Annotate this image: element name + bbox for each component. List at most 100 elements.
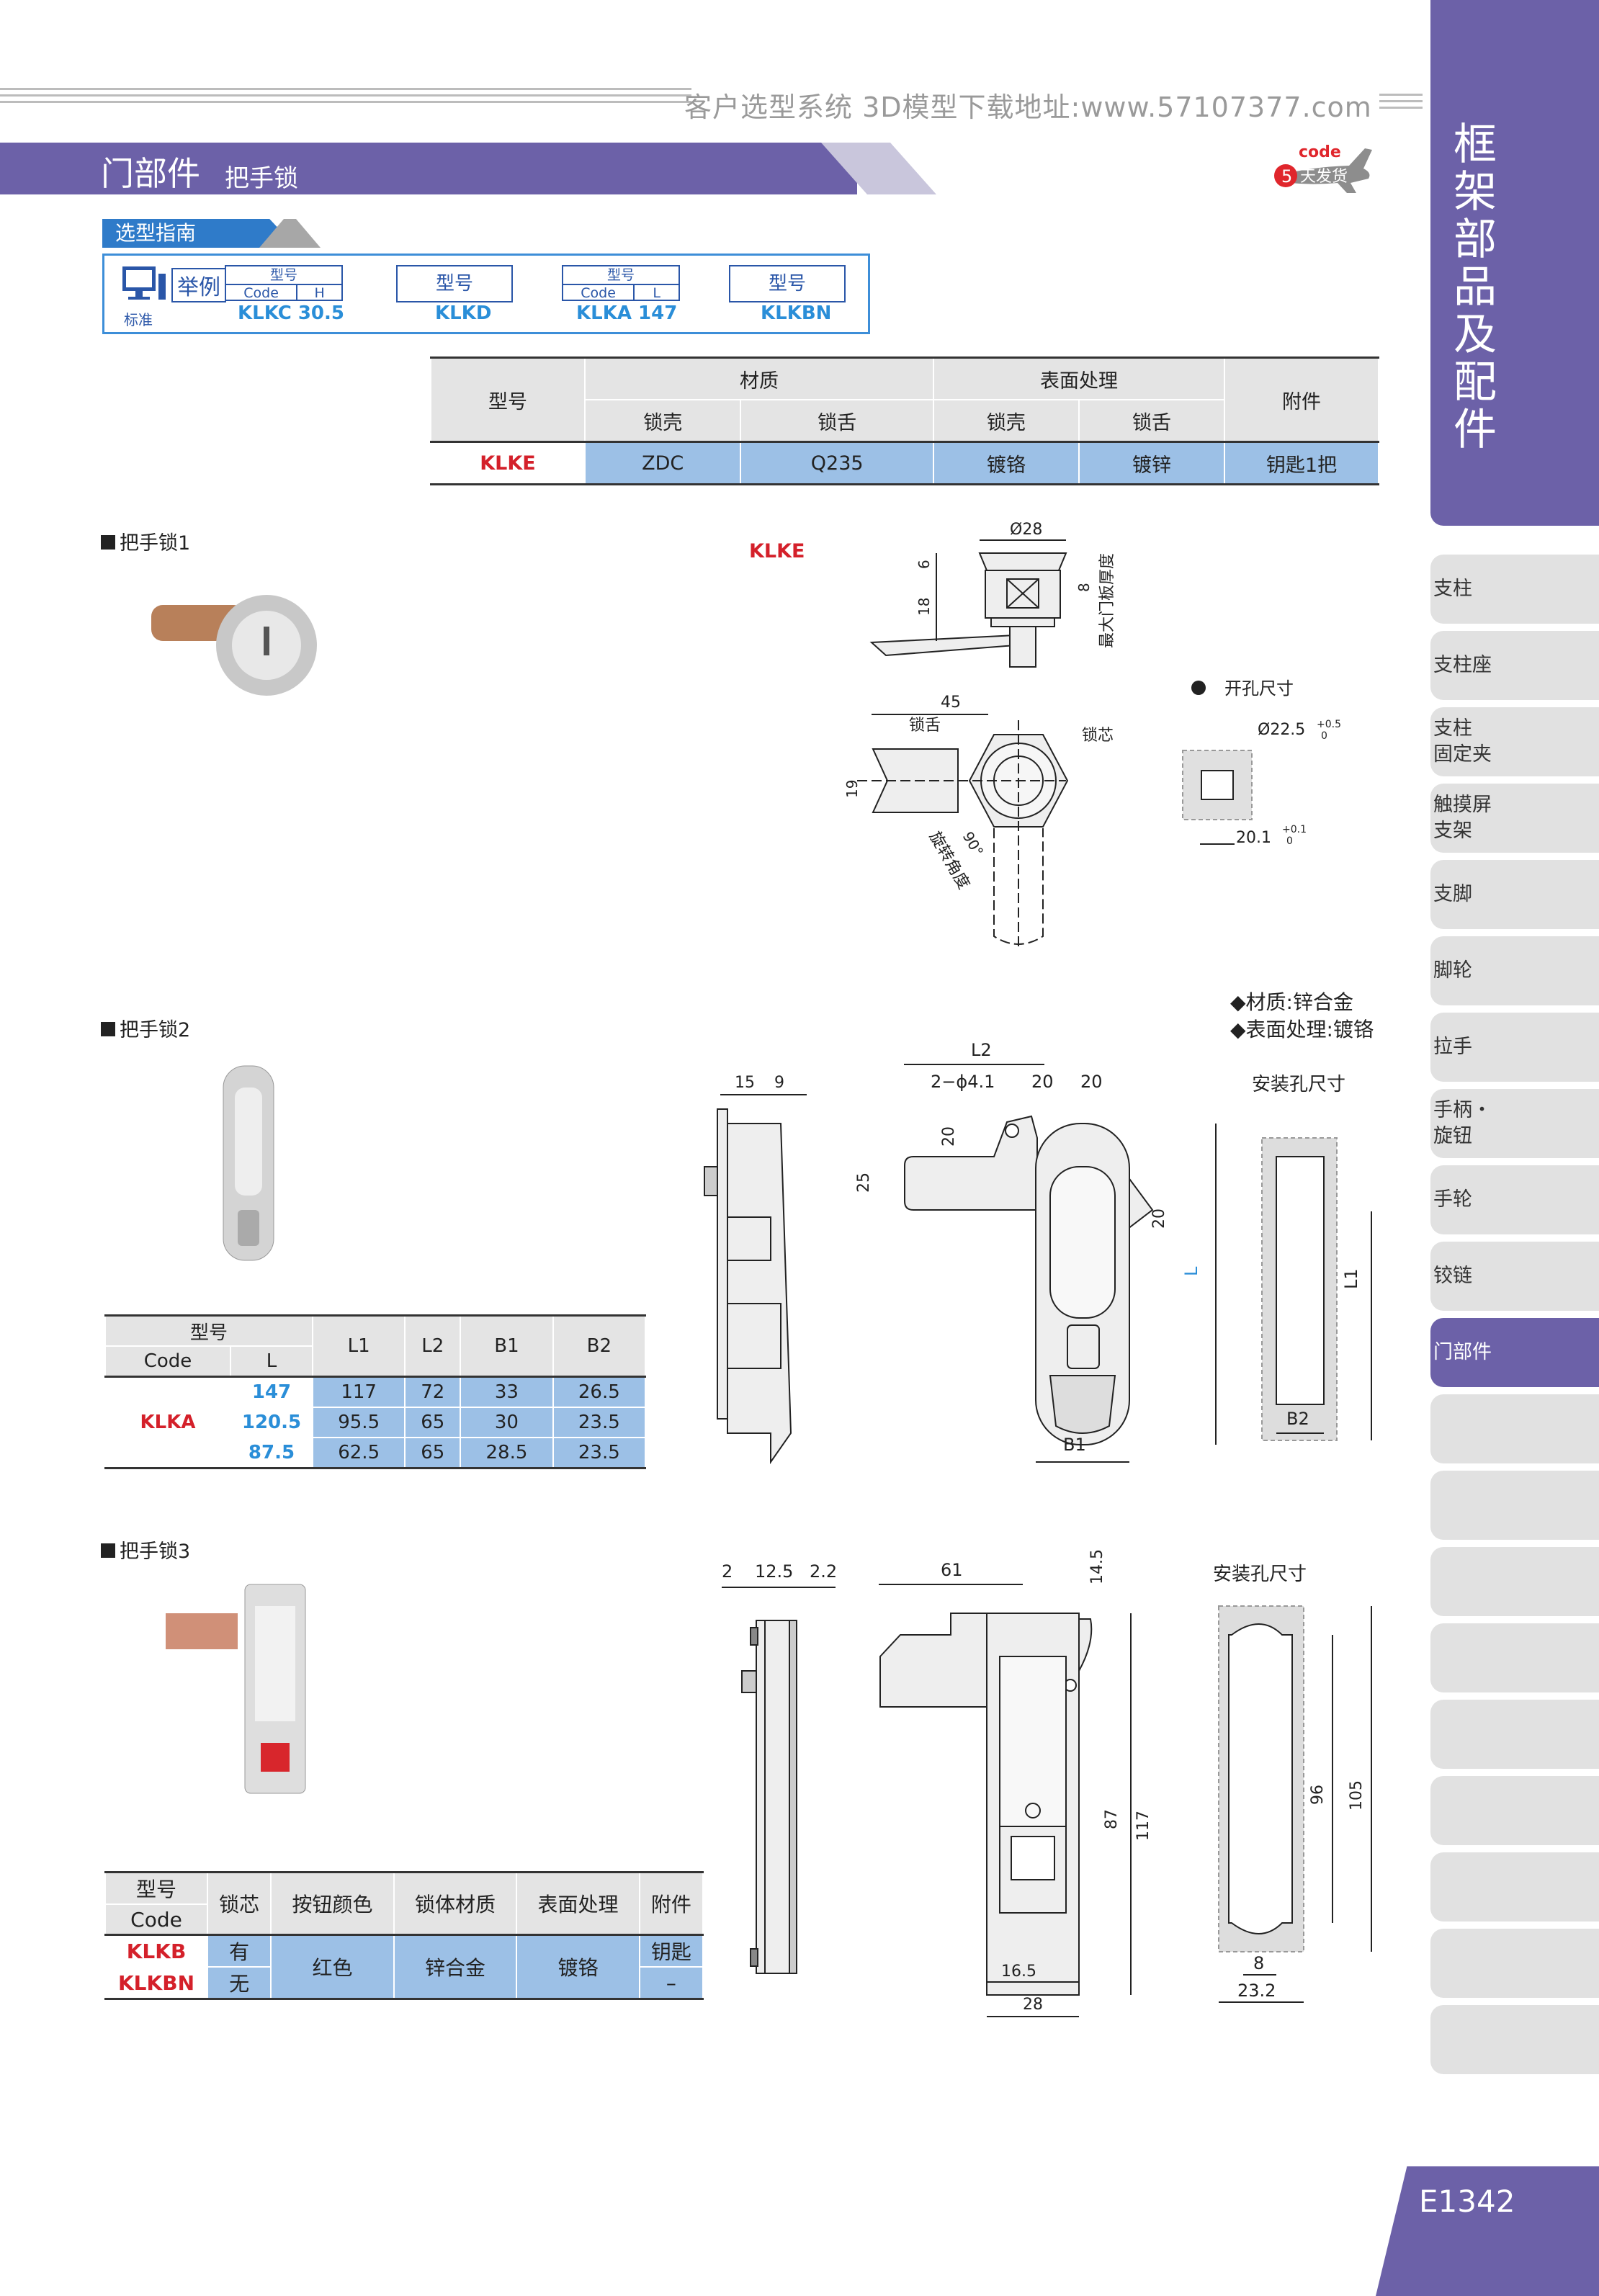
spec-tongue-surf: 镀锌 bbox=[1078, 441, 1226, 485]
spec-tongue-mat: Q235 bbox=[740, 441, 934, 485]
s2-hole: 2−ϕ4.1 bbox=[931, 1072, 995, 1092]
s2-row0-L: 147 bbox=[230, 1376, 313, 1408]
spec-shell-surf: 镀铬 bbox=[932, 441, 1080, 485]
s1-d8: 8 bbox=[1075, 583, 1093, 592]
sidebar-tab-label: 手轮 bbox=[1433, 1188, 1472, 1211]
s2-row0-B2: 26.5 bbox=[552, 1376, 647, 1408]
s3-d96: 96 bbox=[1309, 1785, 1327, 1805]
s3-d16: 16.5 bbox=[1001, 1963, 1036, 1981]
spec-h-tongue: 锁舌 bbox=[740, 399, 934, 443]
spec-h-shell2: 锁壳 bbox=[932, 399, 1080, 443]
s2-L: L bbox=[1181, 1266, 1201, 1276]
example-2-value: KLKD bbox=[435, 302, 492, 324]
s2-d15: 15 bbox=[735, 1074, 755, 1092]
sidebar-tab-11[interactable] bbox=[1430, 1394, 1599, 1463]
s2-row1-B2: 23.5 bbox=[552, 1407, 647, 1438]
sidebar-tab-15[interactable] bbox=[1430, 1700, 1599, 1769]
sidebar-header bbox=[1430, 0, 1599, 526]
sidebar-tab-8[interactable]: 手轮 bbox=[1430, 1165, 1599, 1234]
section3-title: 把手锁3 bbox=[101, 1535, 190, 1564]
s1-d19: 19 bbox=[843, 780, 861, 798]
example-2-head: 型号 bbox=[396, 265, 513, 302]
sidebar-tab-12[interactable] bbox=[1430, 1471, 1599, 1540]
spec-model: KLKE bbox=[430, 441, 586, 485]
s2-h-model: 型号 bbox=[104, 1314, 313, 1347]
guide-box bbox=[102, 254, 870, 334]
example-3-col2: L bbox=[653, 285, 660, 301]
badge-days: 5 bbox=[1281, 166, 1292, 187]
sidebar-tab-2[interactable]: 支柱 固定夹 bbox=[1430, 707, 1599, 776]
sidebar-tab-13[interactable] bbox=[1430, 1547, 1599, 1616]
header-rule-right bbox=[1379, 94, 1423, 113]
s1-d18: 18 bbox=[915, 598, 933, 616]
sidebar-tab-label: 触摸屏 支架 bbox=[1433, 794, 1492, 842]
section2-table: 型号 L1 L2 B1 B2 Code L KLKA 147 117 72 33… bbox=[104, 1314, 647, 1469]
page-subtitle: 把手锁 bbox=[225, 164, 298, 193]
sidebar-title-char: 配 bbox=[1454, 357, 1497, 408]
section2-drawing: 15 9 L2 2−ϕ4.1 20 20 20 25 20 L B1 安装孔尺寸… bbox=[704, 1040, 1372, 1465]
example-3-col1: Code bbox=[563, 285, 635, 301]
s1-tongue: 锁舌 bbox=[909, 717, 941, 735]
s3-row1-code: KLKBN bbox=[104, 1966, 208, 2000]
sidebar-tab-1[interactable]: 支柱座 bbox=[1430, 631, 1599, 700]
header-url: 客户选型系统 3D模型下载地址:www.57107377.com bbox=[684, 91, 1372, 123]
s1-d45: 45 bbox=[941, 694, 961, 712]
sidebar-tab-19[interactable] bbox=[1430, 2005, 1599, 2074]
sidebar-tab-5[interactable]: 脚轮 bbox=[1430, 936, 1599, 1005]
s1-angle: 90° bbox=[959, 829, 987, 860]
s3-row0-core: 有 bbox=[206, 1934, 272, 1968]
s2-L1: L1 bbox=[1341, 1268, 1361, 1289]
s3-btn: 红色 bbox=[270, 1934, 395, 2000]
example-4-value: KLKBN bbox=[761, 302, 832, 324]
sidebar-tab-label: 支柱 bbox=[1433, 578, 1472, 600]
sidebar-tab-3[interactable]: 触摸屏 支架 bbox=[1430, 784, 1599, 853]
section1-drawing: Ø28 6 18 8 最大门板厚度 45 锁舌 锁芯 19 90° 旋转角度 开… bbox=[843, 521, 1341, 951]
section2-surface-note: ◆表面处理:镀铬 bbox=[1230, 1018, 1374, 1041]
section2-title: 把手锁2 bbox=[101, 1014, 190, 1042]
sidebar-tab-16[interactable] bbox=[1430, 1776, 1599, 1845]
s2-h-L2: L2 bbox=[404, 1314, 462, 1378]
sidebar-tab-17[interactable] bbox=[1430, 1852, 1599, 1921]
sidebar-tab-7[interactable]: 手柄・ 旋钮 bbox=[1430, 1089, 1599, 1158]
sidebar-tab-9[interactable]: 铰链 bbox=[1430, 1242, 1599, 1311]
sidebar-tab-10[interactable]: 门部件 bbox=[1430, 1318, 1599, 1387]
s3-d28: 28 bbox=[1023, 1996, 1043, 2014]
s1-max-door: 最大门板厚度 bbox=[1098, 553, 1116, 648]
s3-d2: 2 bbox=[722, 1561, 733, 1582]
page-title: 门部件 bbox=[101, 154, 200, 193]
s3-h-body: 锁体材质 bbox=[393, 1871, 518, 1936]
s2-B2: B2 bbox=[1286, 1409, 1309, 1429]
s2-row0-L1: 117 bbox=[311, 1376, 406, 1408]
sidebar-tab-4[interactable]: 支脚 bbox=[1430, 860, 1599, 929]
sidebar-tab-6[interactable]: 拉手 bbox=[1430, 1013, 1599, 1082]
sidebar-tab-label: 支柱 固定夹 bbox=[1433, 717, 1492, 766]
s3-row0-attach: 钥匙 bbox=[638, 1934, 704, 1968]
s3-surf: 镀铬 bbox=[516, 1934, 640, 2000]
header-rule-left bbox=[0, 88, 691, 117]
sidebar-tab-18[interactable] bbox=[1430, 1929, 1599, 1998]
s2-row1-L2: 65 bbox=[404, 1407, 462, 1438]
example-1-head: 型号 bbox=[226, 266, 341, 285]
sidebar-tab-label: 门部件 bbox=[1433, 1341, 1492, 1363]
sidebar-tab-label: 脚轮 bbox=[1433, 959, 1472, 982]
s2-d9: 9 bbox=[774, 1074, 784, 1092]
sidebar-title-char: 及 bbox=[1454, 310, 1497, 360]
title-band bbox=[0, 143, 857, 194]
delivery-badge-icon: 5 code 天发货 bbox=[1274, 143, 1372, 193]
swing-handle-photo bbox=[223, 1065, 274, 1261]
s3-d61: 61 bbox=[941, 1560, 963, 1580]
sidebar-tab-14[interactable] bbox=[1430, 1623, 1599, 1692]
s1-d22-tol-low: 0 bbox=[1321, 730, 1327, 742]
s3-d14: 14.5 bbox=[1088, 1549, 1106, 1584]
section3-drawing: 2 12.5 2.2 61 14.5 87 117 16.5 28 安装孔尺寸 … bbox=[722, 1549, 1372, 2017]
spec-shell-mat: ZDC bbox=[583, 441, 742, 485]
sidebar-tab-0[interactable]: 支柱 bbox=[1430, 555, 1599, 624]
s3-h-surf: 表面处理 bbox=[516, 1871, 640, 1936]
s3-d8: 8 bbox=[1253, 1953, 1264, 1973]
s1-d28: Ø28 bbox=[1010, 521, 1042, 539]
s2-h-B1: B1 bbox=[460, 1314, 554, 1378]
s2-row2-L: 87.5 bbox=[230, 1437, 313, 1469]
sidebar-title-char: 品 bbox=[1454, 262, 1497, 313]
sidebar-title-char: 架 bbox=[1454, 167, 1497, 218]
sidebar-tab-label: 铰链 bbox=[1433, 1265, 1472, 1287]
